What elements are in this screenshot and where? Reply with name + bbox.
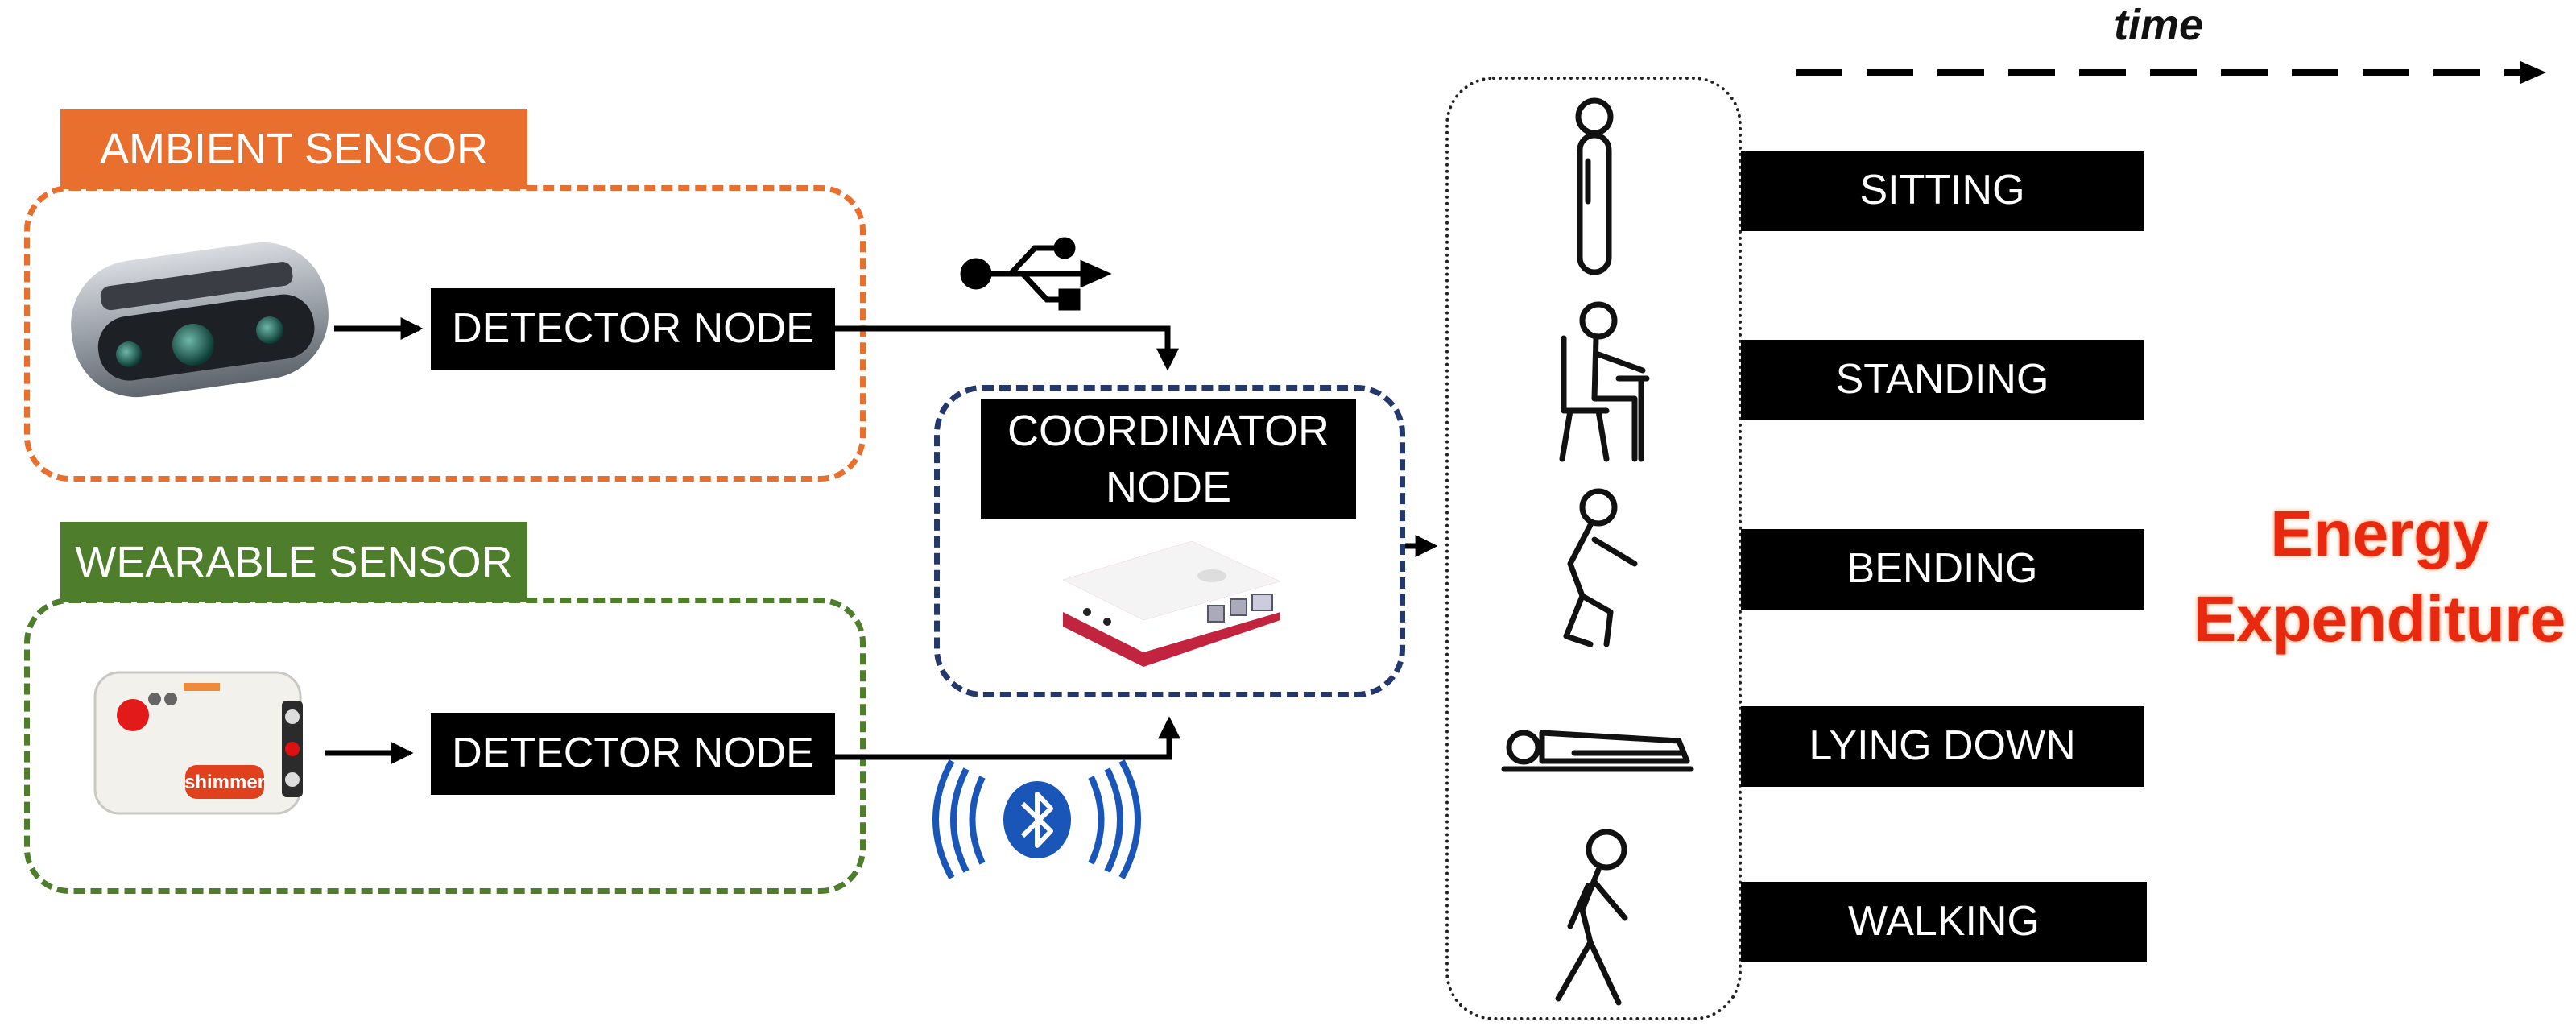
lying-down-pictogram-icon	[1501, 730, 1694, 772]
bluetooth-connector	[835, 716, 1180, 760]
sitting-pictogram-icon	[1575, 97, 1614, 275]
energy-expenditure-label: Energy Expenditure	[2190, 491, 2569, 663]
wearable-brand-text: shimmer	[184, 771, 265, 793]
standing-pictogram-icon	[1559, 301, 1650, 462]
coordinator-node-label: COORDINATOR NODE	[981, 399, 1356, 519]
ambient-detector-node: DETECTOR NODE	[431, 288, 835, 370]
activity-walking: WALKING	[1741, 882, 2147, 962]
bluetooth-icon	[932, 759, 1141, 879]
usb-connector	[835, 325, 1179, 371]
depth-camera-icon	[71, 242, 329, 398]
time-arrow-head	[2520, 61, 2546, 84]
energy-line-1: Energy	[2270, 498, 2489, 569]
energy-line-2: Expenditure	[2193, 583, 2566, 656]
activity-timeline-box	[1445, 77, 1742, 1020]
bending-pictogram-icon	[1563, 488, 1638, 647]
usb-icon	[960, 237, 1112, 311]
coordinator-line-2: NODE	[1105, 463, 1231, 511]
ambient-sensor-label: AMBIENT SENSOR	[60, 109, 527, 189]
activity-sitting: SITTING	[1741, 151, 2144, 231]
wearable-detector-node: DETECTOR NODE	[431, 713, 835, 795]
wearable-sensor-label: WEARABLE SENSOR	[60, 522, 527, 602]
raspberry-pi-icon	[1063, 541, 1280, 667]
time-label: time	[2114, 1, 2204, 49]
activity-standing: STANDING	[1741, 340, 2144, 420]
activity-bending: BENDING	[1741, 529, 2144, 610]
coordinator-line-1: COORDINATOR	[1007, 406, 1330, 455]
wearable-device-icon: shimmer	[93, 671, 303, 815]
coordinator-node-group	[934, 385, 1405, 697]
walking-pictogram-icon	[1555, 829, 1628, 1006]
activity-lying-down: LYING DOWN	[1741, 706, 2144, 787]
